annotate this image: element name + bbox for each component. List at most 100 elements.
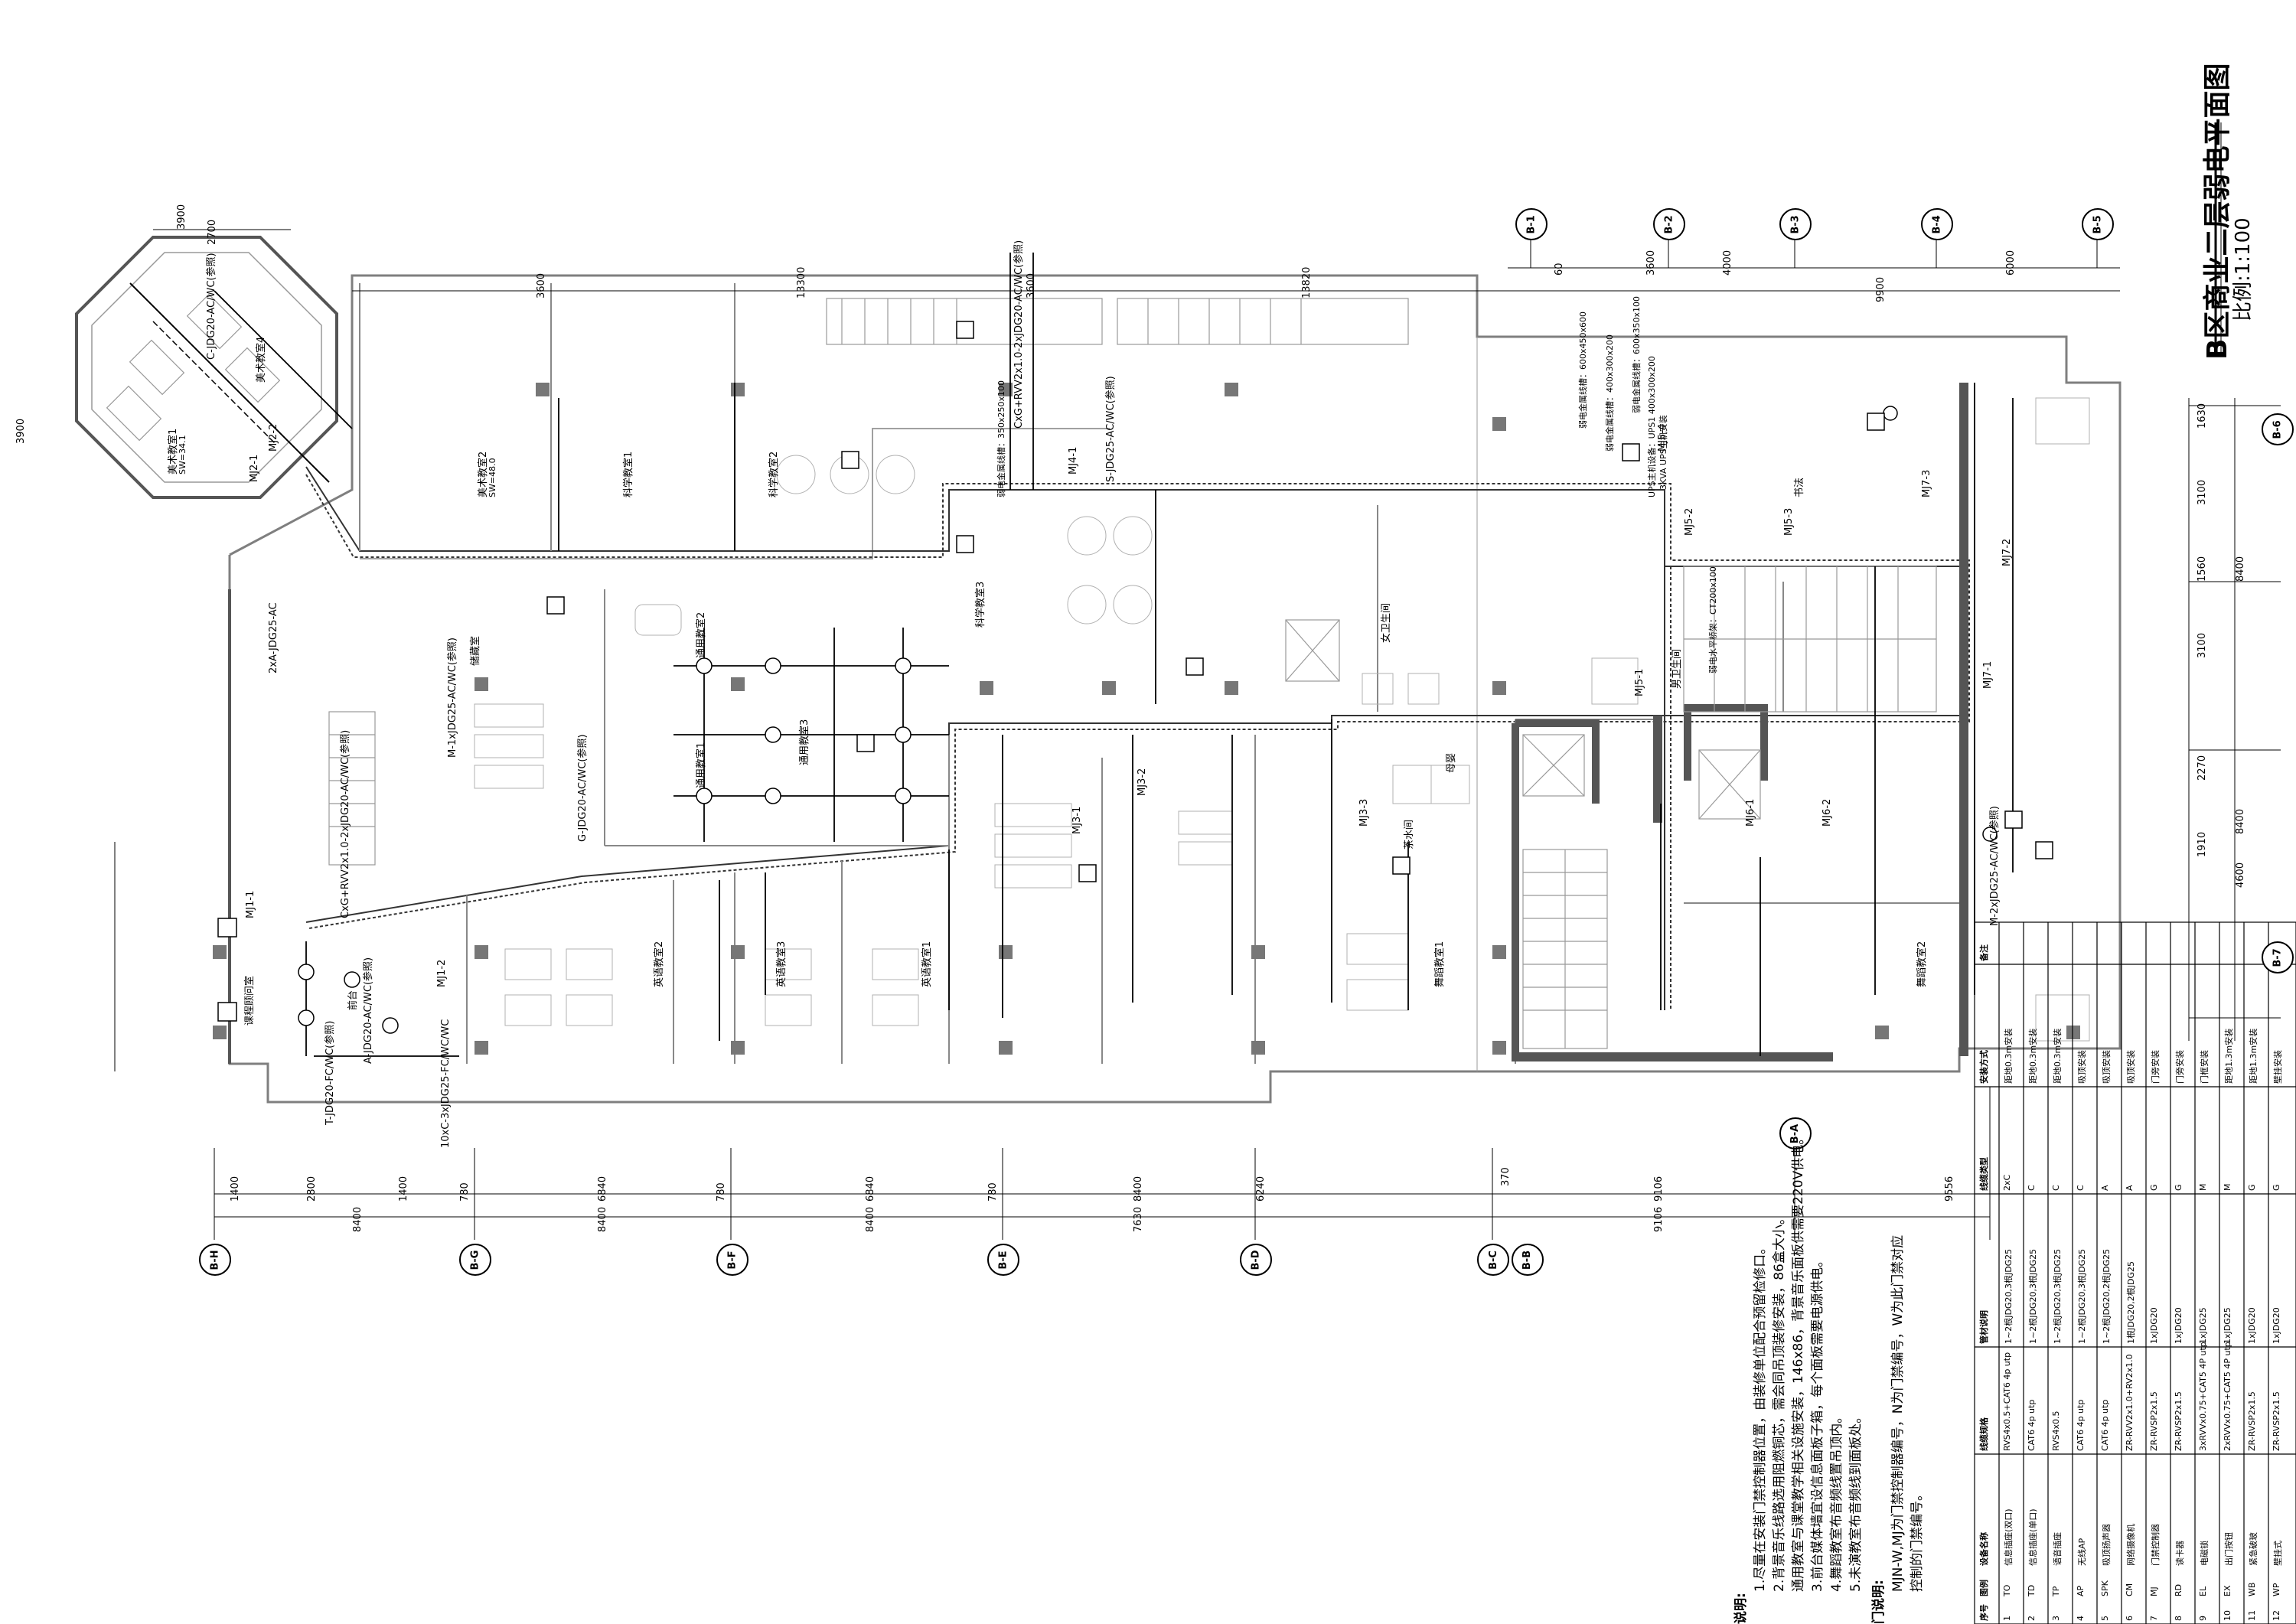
access-controller-label: MJ7-2 <box>2001 538 2013 566</box>
dimension-text: 7630 <box>1133 1206 1144 1232</box>
dimension-text: 780 <box>716 1182 727 1202</box>
legend-cell: 紧急破玻 <box>2249 1532 2258 1566</box>
legend-cell: TP <box>2051 1586 2061 1596</box>
dimension-text: 6840 <box>597 1176 608 1202</box>
note-line: 4.舞蹈教室布音频线置吊顶内。 <box>1829 1410 1844 1592</box>
legend-cell: 距地0.3m安装 <box>2053 1028 2063 1084</box>
access-controller-label: MJ5-1 <box>1634 668 1645 696</box>
legend-cell: C <box>2076 1185 2086 1191</box>
axis-bubble: B-H <box>199 1244 231 1276</box>
legend-cell: 1~2根JDG20,3根JDG25 <box>2053 1248 2063 1344</box>
dimension-text: 4600 <box>2235 862 2246 888</box>
legend-cell: C <box>2051 1185 2061 1191</box>
room-label: 女卫生间 <box>1381 602 1392 643</box>
dimension-text: 3600 <box>536 272 547 298</box>
legend-cell: 距地0.3m安装 <box>2028 1028 2038 1084</box>
legend-cell: 1~2根JDG20,2根JDG25 <box>2102 1248 2112 1344</box>
legend-cell: RD <box>2174 1583 2183 1596</box>
legend-cell: 吸顶安装 <box>2077 1050 2087 1084</box>
legend-cell: WB <box>2247 1582 2257 1596</box>
dimension-text: 6240 <box>1255 1176 1267 1202</box>
legend-cell: 1~2根JDG20,3根JDG25 <box>2077 1248 2087 1344</box>
legend-header-cell: 安装方式 <box>1979 1050 1989 1084</box>
dimension-lines <box>114 229 2236 1240</box>
legend-cell: 1xJDG25 <box>2198 1307 2208 1344</box>
room-label: 舞蹈教室2 <box>1916 941 1928 987</box>
core-walls <box>1512 383 1968 1061</box>
dimension-text: 9106 <box>1653 1206 1665 1232</box>
dimension-text: 8400 <box>2235 808 2246 834</box>
legend-cell: 距地1.3m安装 <box>2224 1028 2234 1084</box>
axis-bubble: B-1 <box>1515 208 1548 240</box>
cable-annotation: S-JDG25-AC/WC(参照) <box>1105 376 1117 482</box>
legend-cell: M <box>2223 1183 2232 1192</box>
access-controller-label: MJ7-1 <box>1982 660 1994 689</box>
legend-table-grid <box>1974 921 2296 1624</box>
legend-cell: ZR-RVSP2x1.5 <box>2272 1391 2281 1451</box>
dimension-text: 780 <box>459 1182 471 1202</box>
cable-annotation: CxG+RVV2x1.0-2xJDG20-AC/WC(参照) <box>1013 240 1025 429</box>
legend-cell: EL <box>2198 1586 2208 1596</box>
cable-annotation: 10xC-3xJDG25-FC/WC/WC <box>440 1019 452 1148</box>
room-label: 通用教室1 <box>696 742 707 788</box>
access-controller-label: MJ2-1 <box>249 454 260 482</box>
room-area: SW=34.1 <box>178 435 188 474</box>
access-controller-label: MJ7-3 <box>1921 469 1932 497</box>
room-label: 储藏室 <box>470 635 481 666</box>
dimension-text: 2800 <box>306 1176 318 1202</box>
cable-annotation: CxG+RVV2x1.0-2xJDG20-AC/WC(参照) <box>340 729 351 918</box>
legend-cell: 门旁安装 <box>2175 1050 2185 1084</box>
door-note-line: 控制的门禁编号。 <box>1910 1488 1925 1592</box>
access-controller-label: MJ2-2 <box>268 423 279 452</box>
legend-cell: RVS4x0.5+CAT6 4p utp <box>2002 1352 2012 1451</box>
legend-cell: 1xJDG20 <box>2149 1307 2159 1344</box>
tray-label: 弱电金属线槽：350x250x100 <box>996 380 1006 497</box>
axis-bubble: B-F <box>716 1244 748 1276</box>
legend-cell: 11 <box>2247 1610 2257 1621</box>
axis-bubble: B-5 <box>2082 208 2114 240</box>
dimension-text: 8400 <box>1133 1176 1144 1202</box>
note-line: 5.未演教室布音频线到面板处。 <box>1848 1410 1864 1592</box>
partitions <box>359 283 1959 1064</box>
room-label: 前台 <box>347 990 359 1010</box>
tray-label: UPS主机设备：UPS1 400x300x200 <box>1647 356 1657 497</box>
legend-cell: 1 <box>2002 1616 2012 1621</box>
notes-header: 说明: <box>1733 1593 1749 1624</box>
cable-annotation: T-JDG20-FC/WC(参照) <box>325 1020 336 1125</box>
access-controller-label: MJ3-3 <box>1358 798 1370 827</box>
axis-bubble: B-D <box>1240 1244 1272 1276</box>
dimension-text: 13820 <box>1301 266 1313 298</box>
dimension-text: 3600 <box>1026 272 1037 298</box>
legend-cell: 8 <box>2174 1616 2183 1621</box>
note-line: 2.背景音乐线路选用阻燃铜芯，需会同吊顶装修安装，86盒大小。 <box>1772 1211 1787 1592</box>
dimension-text: 1560 <box>2197 556 2208 582</box>
dimension-text: 1910 <box>2197 831 2208 857</box>
room-label: 科学教室2 <box>768 451 780 497</box>
legend-cell: 1根JDG20,2根JDG25 <box>2126 1261 2136 1344</box>
legend-cell: 2xC <box>2002 1174 2012 1191</box>
room-label: 男卫生间 <box>1671 648 1683 689</box>
legend-cell: CM <box>2125 1583 2135 1596</box>
title-underline <box>2214 122 2222 352</box>
legend-cell: 信息插座(双口) <box>2004 1508 2014 1566</box>
dimension-text: 9556 <box>1944 1176 1955 1202</box>
room-label: 通用教室3 <box>799 719 810 765</box>
legend-cell: 4 <box>2076 1616 2086 1621</box>
door-notes-header: 门说明: <box>1871 1580 1887 1624</box>
axis-bubble: B-G <box>459 1244 491 1276</box>
cable-annotation: 2xA-JDG25-AC <box>268 602 279 673</box>
legend-cell: A <box>2125 1185 2135 1191</box>
legend-cell: 2 <box>2027 1616 2037 1621</box>
dimension-text: 1400 <box>398 1176 409 1202</box>
cable-annotation: G-JDG20-AC/WC(参照) <box>577 734 589 842</box>
dimension-text: 9106 <box>1653 1176 1665 1202</box>
axis-bubble: B-3 <box>1779 208 1812 240</box>
tray-label: 弱电金属线槽：600x350x100 <box>1632 295 1642 413</box>
dimension-text: 2270 <box>2197 755 2208 781</box>
legend-cell: 吸顶扬声器 <box>2102 1524 2112 1566</box>
legend-cell: 读卡器 <box>2175 1541 2185 1566</box>
dimension-text: 370 <box>1500 1167 1512 1186</box>
legend-header-cell: 管材说明 <box>1979 1310 1989 1344</box>
access-controller-label: MJ4-1 <box>1068 446 1079 474</box>
building-walls <box>228 274 2122 1104</box>
